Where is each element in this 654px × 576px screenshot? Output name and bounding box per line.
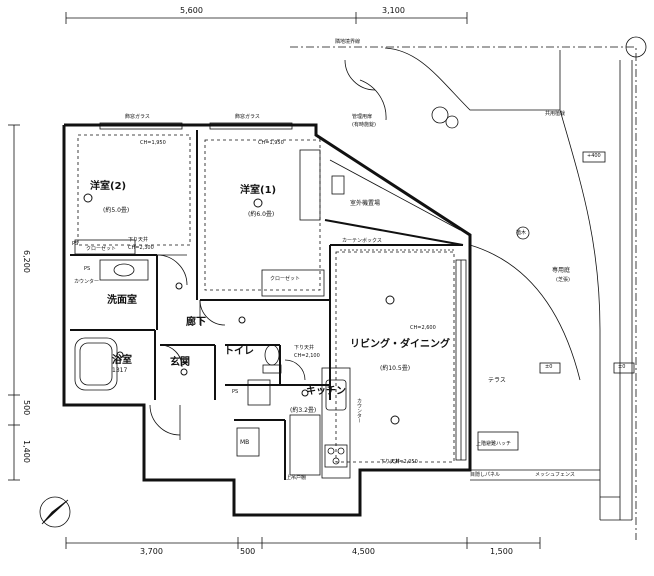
room-wash: 洗面室 — [107, 295, 137, 306]
ch-wash-label: CH=2,300 — [128, 245, 154, 251]
ceiling-kitchen-label: 下り天井 — [294, 345, 315, 351]
room-kitchen-size: (約3.2畳) — [290, 407, 317, 414]
room-kitchen: キッチン — [306, 386, 346, 397]
terrace-label: テラス — [488, 377, 506, 384]
room-western-2: 洋室(2) — [90, 181, 127, 192]
ceiling-ldk-label: 下り天井 — [380, 459, 401, 465]
neighbor-boundary-label: 隣地境界線 — [335, 39, 361, 45]
private-garden-label: 専用庭 — [552, 267, 571, 274]
mesh-fence-label: メッシュフェンス — [535, 472, 575, 478]
partition-label: 目隠しパネル — [470, 472, 501, 478]
ceiling-wash-label: 下り天井 — [128, 237, 149, 243]
ch-ldk-label: CH=2,600 — [410, 325, 436, 331]
high-shelf-label: 上吊戸棚 — [286, 475, 307, 481]
room-living-dining-size: (約10.5畳) — [380, 365, 411, 372]
ch-corridor-label: CH=2,100 — [294, 353, 320, 359]
upper-floor-hatch-label: 上階避難ハッチ — [476, 441, 512, 447]
ch-kitchen-label: CH=2,050 — [392, 459, 418, 465]
counter-wash-label: カウンター — [74, 279, 100, 285]
mb-label: MB — [240, 439, 250, 446]
room-corridor: 廊下 — [186, 317, 206, 328]
dimension-top-1: 5,600 — [180, 6, 203, 15]
room-entrance: 玄関 — [170, 357, 190, 368]
room-toilet: トイレ — [224, 346, 254, 357]
management-door-note: (有時施錠) — [352, 122, 376, 128]
dimension-left-3: 1,400 — [22, 440, 31, 463]
management-door-label: 管理用扉 — [352, 114, 373, 120]
dimension-bottom-4: 1,500 — [490, 547, 513, 556]
room-living-dining: リビング・ダイニング — [350, 339, 450, 350]
counter-label: カウンター — [356, 398, 362, 423]
level-0a: ±0 — [545, 364, 553, 370]
closet-small-label: クローゼット — [86, 246, 117, 252]
ps-label-2: PS — [84, 266, 91, 272]
dimension-bottom-2: 500 — [240, 547, 256, 556]
room-western-2-size: (約5.0畳) — [103, 207, 130, 214]
dimension-bottom-3: 4,500 — [352, 547, 375, 556]
room-bath: 浴室 — [112, 355, 132, 366]
level-plus400: +400 — [587, 153, 601, 159]
shared-greenery-label: 共用植栽 — [545, 111, 566, 117]
ch-w2-label: CH=1,950 — [140, 140, 166, 146]
dimension-bottom-1: 3,700 — [140, 547, 163, 556]
ch-w1-label: CH=1,950 — [258, 140, 284, 146]
glass-label-1: 飾窓ガラス — [125, 114, 150, 120]
ps-label-3: PS — [232, 389, 239, 395]
ps-label-1: PS — [72, 241, 79, 247]
outdoor-unit-label: 室外機置場 — [350, 200, 381, 207]
curtain-box-label: カーテンボックス — [342, 238, 382, 244]
dimension-top-2: 3,100 — [382, 6, 405, 15]
room-western-1-size: (約6.0畳) — [248, 211, 275, 218]
private-garden-note: (芝張) — [556, 277, 570, 283]
dimension-left-1: 6,200 — [22, 250, 31, 273]
level-0b: ±0 — [618, 364, 626, 370]
tree-label: 植木 — [516, 230, 527, 236]
dimension-left-2: 500 — [22, 400, 31, 416]
room-western-1: 洋室(1) — [240, 185, 277, 196]
closet-label: クローゼット — [270, 276, 301, 282]
glass-label-2: 飾窓ガラス — [235, 114, 260, 120]
room-bath-size: 1317 — [112, 367, 128, 374]
